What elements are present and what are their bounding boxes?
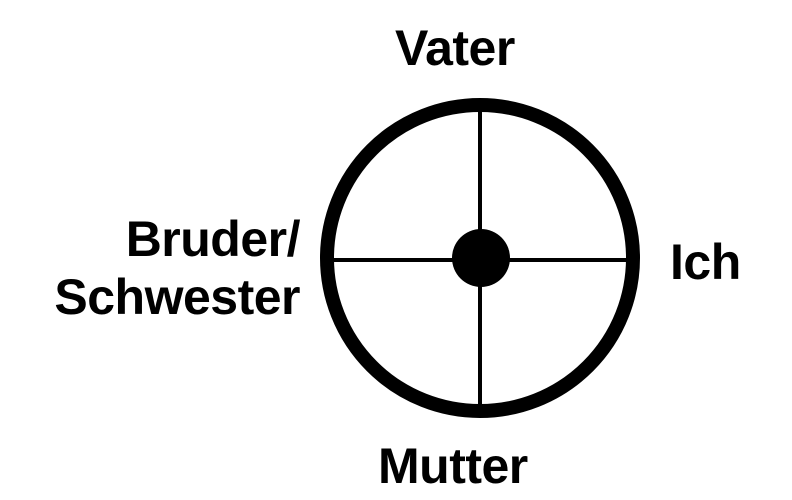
label-father: Vater [395, 20, 515, 76]
label-mother: Mutter [378, 438, 528, 494]
label-self: Ich [670, 234, 741, 290]
label-sibling-line1: Bruder/ [125, 211, 301, 267]
center-dot [452, 229, 510, 287]
label-sibling-line2: Schwester [54, 269, 300, 325]
label-sibling: Bruder/ Schwester [54, 210, 300, 326]
